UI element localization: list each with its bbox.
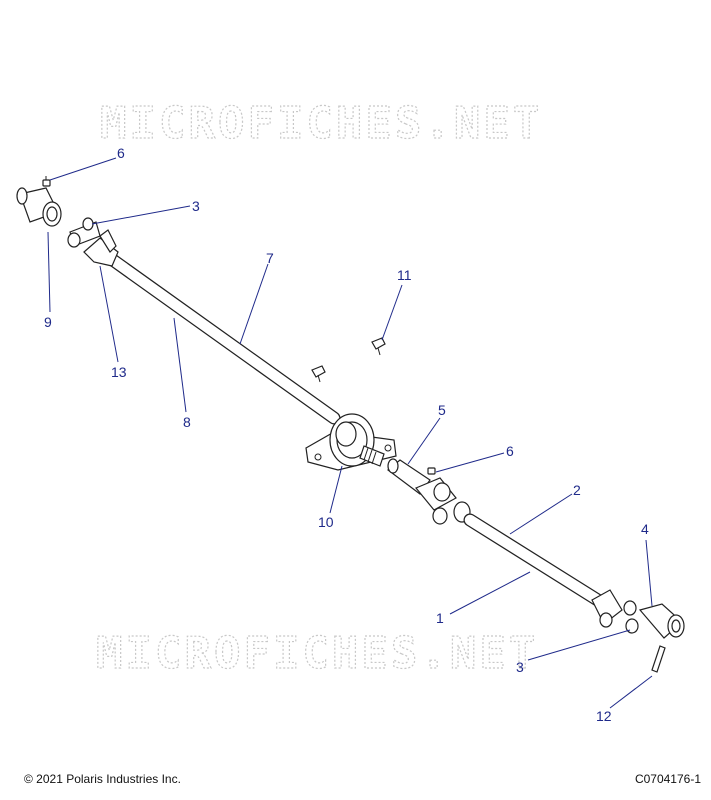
callout-7: 7: [266, 250, 274, 266]
watermark-bottom: MICROFICHES.NET: [96, 628, 538, 679]
slip-yoke-part-5: [387, 458, 431, 495]
drawing-code: C0704176-1: [634, 772, 701, 786]
callout-10: 10: [318, 514, 334, 530]
callout-4: 4: [641, 521, 649, 537]
bolt-part-11: [371, 337, 386, 356]
callout-11: 11: [397, 267, 412, 283]
yoke-part-13: [83, 229, 119, 267]
u-joint-top: [67, 217, 101, 248]
roll-pin-part-12: [651, 645, 666, 673]
leader-lines: [47, 157, 653, 709]
callout-numbers: 6 3 7 11 9 13 8 5 6 2 4 10 1 3 12: [44, 145, 649, 724]
copyright-text: © 2021 Polaris Industries Inc.: [24, 772, 181, 786]
callout-5: 5: [438, 402, 446, 418]
callout-1: 1: [436, 610, 444, 626]
bolt-left: [311, 365, 326, 383]
center-bearing-part-10: [305, 413, 397, 471]
callout-3-top: 3: [192, 198, 200, 214]
front-propshaft: [387, 458, 685, 673]
callout-12: 12: [596, 708, 612, 724]
grease-fitting-top: [42, 176, 51, 187]
grease-fitting-lower: [427, 467, 436, 475]
callout-6-top: 6: [117, 145, 125, 161]
u-joint-middle: [415, 477, 471, 525]
callout-9: 9: [44, 314, 52, 330]
rear-propshaft: [16, 176, 397, 471]
callout-6-lower: 6: [506, 443, 514, 459]
watermark-top: MICROFICHES.NET: [100, 98, 542, 149]
slip-sleeve-part-9: [16, 187, 62, 227]
callout-2: 2: [573, 482, 581, 498]
callout-3-lower: 3: [516, 659, 524, 675]
end-yoke: [591, 589, 623, 628]
coupler-part-4: [638, 603, 685, 639]
callout-8: 8: [183, 414, 191, 430]
callout-13: 13: [111, 364, 127, 380]
u-joint-lower: [623, 600, 639, 634]
